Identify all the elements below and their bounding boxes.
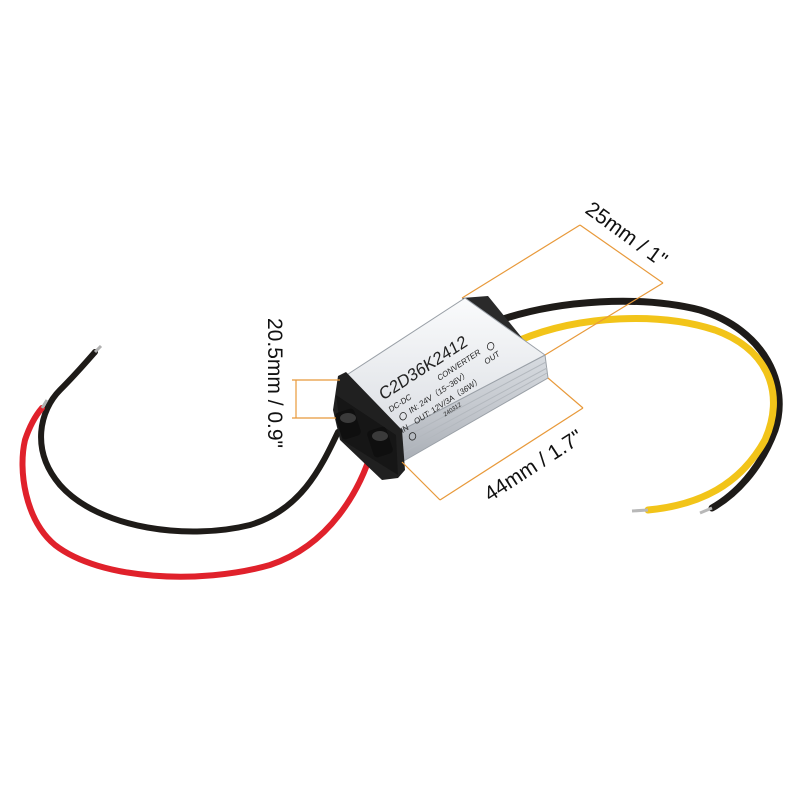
red-input-bare-tip bbox=[40, 399, 49, 409]
width-extension-1 bbox=[461, 224, 581, 299]
input-wires bbox=[19, 344, 375, 580]
dimension-lines bbox=[292, 224, 664, 501]
input-red-wire bbox=[19, 405, 375, 580]
output-black-wire bbox=[496, 297, 783, 512]
out-minus-symbol bbox=[486, 342, 495, 351]
output-wires bbox=[496, 297, 783, 515]
width-extension-2 bbox=[544, 282, 664, 356]
length-dimension-line bbox=[439, 407, 584, 501]
length-extension-1 bbox=[401, 461, 441, 501]
black-wire-bare-tip bbox=[699, 506, 713, 515]
input-black-wire bbox=[38, 349, 341, 535]
cable-glands bbox=[335, 408, 393, 458]
length-extension-2 bbox=[547, 377, 584, 409]
in-label: IN bbox=[399, 423, 410, 436]
minus-symbol bbox=[399, 412, 407, 421]
output-yellow-wire bbox=[516, 315, 777, 514]
yellow-wire-bare-tip bbox=[631, 508, 649, 513]
length-dimension-label: 44mm / 1.7" bbox=[480, 426, 587, 507]
converter-body: C2D36K2412 DC-DC CONVERTER IN: 24V（15~36… bbox=[333, 296, 549, 480]
housing-ribs bbox=[399, 361, 548, 455]
plus-symbol bbox=[408, 432, 417, 441]
width-dimension-line bbox=[579, 224, 664, 284]
black-input-bare-tip bbox=[93, 344, 103, 354]
height-dimension-label: 20.5mm / 0.9" bbox=[263, 318, 286, 448]
